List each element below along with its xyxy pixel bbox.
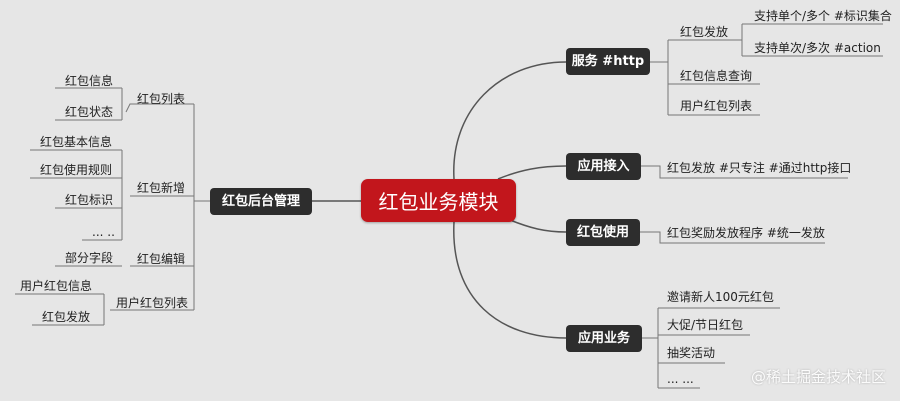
yewu-item-3[interactable]: 抽奖活动 <box>667 346 716 360</box>
branch-yingyong-jieru[interactable]: 应用接入 <box>566 153 641 180</box>
houtai-xinzeng-child-1[interactable]: 红包基本信息 <box>40 135 113 149</box>
fuwu-chaxun[interactable]: 红包信息查询 <box>680 69 753 83</box>
watermark: @稀土掘金技术社区 <box>750 368 886 386</box>
fuwu-fafang-child-2[interactable]: 支持单次/多次 #action <box>754 41 881 55</box>
houtai-yonghu-liebiao[interactable]: 用户红包列表 <box>116 296 189 310</box>
branch-fuwu[interactable]: 服务 #http <box>566 48 650 75</box>
houtai-bianji-child-1[interactable]: 部分字段 <box>65 251 114 265</box>
houtai-liebiao-child-1[interactable]: 红包信息 <box>65 74 114 88</box>
shiyong-item[interactable]: 红包奖励发放程序 #统一发放 <box>667 226 825 240</box>
houtai-yonghu-child-2[interactable]: 红包发放 <box>42 310 91 324</box>
houtai-bianji[interactable]: 红包编辑 <box>137 252 186 266</box>
fuwu-fafang[interactable]: 红包发放 <box>680 25 729 39</box>
houtai-liebiao-child-2[interactable]: 红包状态 <box>65 105 114 119</box>
jieru-item[interactable]: 红包发放 #只专注 #通过http接口 <box>667 161 852 175</box>
branch-yingyong-yewu[interactable]: 应用业务 <box>566 325 642 352</box>
yewu-item-1[interactable]: 邀请新人100元红包 <box>667 290 774 304</box>
houtai-xinzeng-child-4[interactable]: ... .. <box>92 225 115 239</box>
houtai-xinzeng[interactable]: 红包新增 <box>137 181 186 195</box>
houtai-xinzeng-child-2[interactable]: 红包使用规则 <box>40 163 113 177</box>
center-topic[interactable]: 红包业务模块 <box>361 179 516 222</box>
houtai-yonghu-child-1[interactable]: 用户红包信息 <box>20 279 93 293</box>
fuwu-fafang-child-1[interactable]: 支持单个/多个 #标识集合 <box>754 9 892 23</box>
yewu-item-4[interactable]: ... ... <box>667 372 694 386</box>
fuwu-yonghu-liebiao[interactable]: 用户红包列表 <box>680 99 753 113</box>
houtai-liebiao[interactable]: 红包列表 <box>137 92 186 106</box>
yewu-item-2[interactable]: 大促/节日红包 <box>667 318 744 332</box>
houtai-xinzeng-child-3[interactable]: 红包标识 <box>65 193 114 207</box>
branch-houtai-guanli[interactable]: 红包后台管理 <box>210 188 312 215</box>
branch-hongbao-shiyong[interactable]: 红包使用 <box>566 219 640 246</box>
